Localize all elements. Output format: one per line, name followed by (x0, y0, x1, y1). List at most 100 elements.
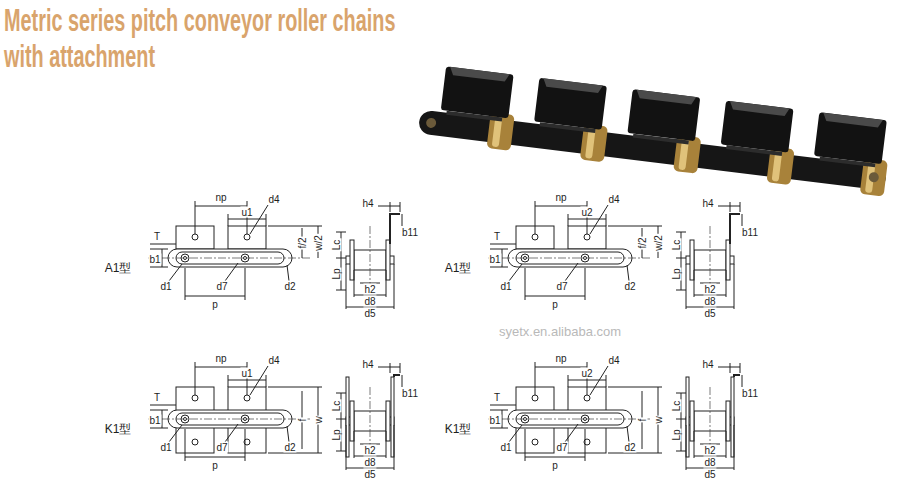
circle-shape (244, 234, 250, 240)
dimension-label: d5 (703, 469, 716, 480)
circle-shape (584, 395, 590, 401)
line-shape (354, 431, 355, 458)
g-shape (488, 201, 742, 309)
dimension-label: d1 (499, 281, 512, 292)
dimension-label: d1 (159, 281, 172, 292)
dimension-label: Lp (671, 428, 682, 441)
line-shape (627, 426, 629, 442)
dimension-label: d2 (623, 281, 636, 292)
line-shape (488, 258, 652, 259)
line-shape (225, 263, 238, 281)
dimension-label: d5 (703, 308, 716, 319)
line-shape (378, 367, 400, 368)
line-shape (394, 264, 395, 309)
line-shape (565, 424, 578, 442)
line-shape (268, 453, 322, 454)
line-shape (400, 363, 401, 373)
dimension-label: d4 (607, 355, 620, 366)
type-label: K1型 (104, 423, 133, 436)
dimension-label: Lc (331, 400, 342, 413)
line-shape (535, 367, 587, 368)
line-shape (718, 206, 740, 207)
line-shape (148, 258, 312, 259)
line-shape (718, 367, 740, 368)
dimension-label: d2 (283, 442, 296, 453)
path-shape (390, 214, 400, 244)
line-shape (686, 264, 687, 309)
line-shape (490, 405, 516, 406)
line-shape (162, 249, 163, 267)
line-shape (169, 425, 182, 442)
page-title: Metric series pitch conveyor roller chai… (4, 2, 413, 74)
rect-shape (726, 401, 730, 441)
line-shape (490, 249, 508, 250)
dimension-label: d8 (363, 296, 376, 307)
g-shape (488, 362, 742, 470)
dimension-label: f (297, 418, 308, 423)
dimension-label: d4 (607, 194, 620, 205)
polygon-shape (449, 67, 510, 82)
line-shape (228, 375, 229, 387)
dimension-label: d5 (363, 469, 376, 480)
dimension-label: d7 (555, 281, 568, 292)
line-shape (228, 219, 266, 220)
rect-shape (350, 401, 354, 441)
dimension-label: d4 (267, 355, 280, 366)
line-shape (608, 226, 662, 227)
circle-shape (244, 395, 250, 401)
dimension-label: u1 (240, 207, 253, 218)
line-shape (502, 410, 503, 428)
dimension-label: d7 (215, 281, 228, 292)
line-shape (390, 363, 391, 373)
dimension-label: Lc (671, 239, 682, 252)
line-shape (525, 268, 526, 300)
line-shape (346, 264, 347, 309)
dimension-label: d8 (703, 296, 716, 307)
dimension-label: d1 (159, 442, 172, 453)
line-shape (490, 244, 516, 245)
dimension-label: d5 (363, 308, 376, 319)
line-shape (606, 214, 607, 226)
dimension-label: b11 (741, 388, 759, 399)
line-shape (245, 268, 246, 300)
dimension-label: b11 (401, 388, 419, 399)
dimension-label: b1 (148, 254, 161, 265)
polygon-shape (729, 101, 790, 116)
dimension-label: T (493, 231, 501, 242)
line-shape (525, 296, 585, 297)
line-shape (568, 380, 606, 381)
dimension-label: u1 (240, 368, 253, 379)
circle-shape (426, 117, 437, 128)
dimension-label: h4 (361, 359, 374, 370)
line-shape (228, 214, 229, 226)
dimension-label: Lp (331, 267, 342, 280)
dimension-label: d7 (555, 442, 568, 453)
line-shape (742, 375, 743, 387)
dimension-label: np (554, 353, 567, 364)
line-shape (726, 270, 727, 297)
line-shape (150, 428, 168, 429)
dimension-label: b1 (148, 415, 161, 426)
g-shape (148, 362, 402, 470)
line-shape (386, 270, 387, 297)
circle-shape (192, 439, 198, 445)
dimension-label: u2 (580, 207, 593, 218)
g-shape (417, 64, 893, 197)
dimension-label: d7 (215, 442, 228, 453)
line-shape (509, 425, 522, 442)
rect-shape (819, 157, 875, 168)
line-shape (606, 375, 607, 387)
line-shape (228, 380, 266, 381)
line-shape (287, 265, 289, 281)
line-shape (225, 424, 238, 442)
line-shape (730, 363, 731, 373)
line-shape (565, 263, 578, 281)
dimension-label: T (153, 231, 161, 242)
line-shape (185, 457, 245, 458)
line-shape (734, 425, 735, 470)
line-shape (402, 375, 403, 387)
line-shape (148, 419, 312, 420)
line-shape (627, 265, 629, 281)
polygon-shape (636, 90, 697, 105)
line-shape (195, 367, 247, 368)
